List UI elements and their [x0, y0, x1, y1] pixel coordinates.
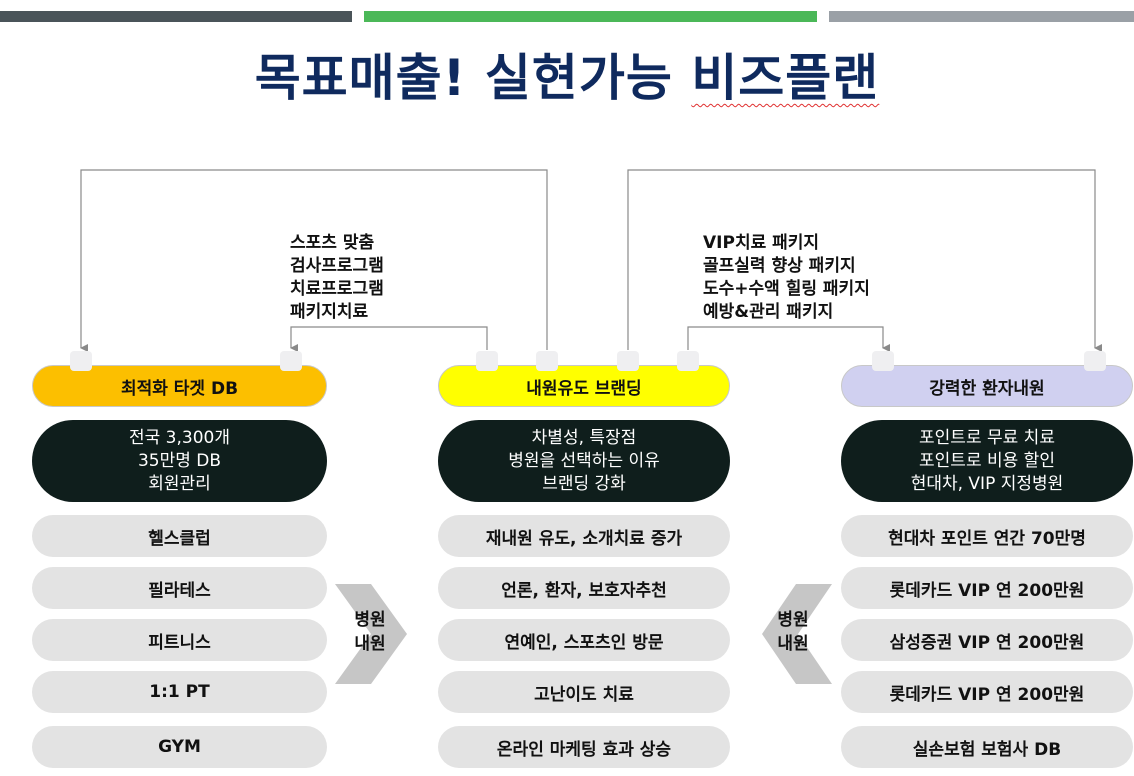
- connector-branding-to-patient-inner: [687, 326, 890, 352]
- list-item: 롯데카드 VIP 연 200만원: [841, 671, 1133, 713]
- list-item: GYM: [32, 726, 327, 768]
- header-bar-gray: [829, 11, 1134, 22]
- column-header-target-db: 최적화 타겟 DB: [32, 365, 327, 407]
- summary-line: 포인트로 무료 치료: [919, 427, 1055, 448]
- connector-node: [872, 351, 894, 371]
- summary-box-branding: 차별성, 특장점 병원을 선택하는 이유 브랜딩 강화: [438, 420, 730, 502]
- list-item: 실손보험 보험사 DB: [841, 726, 1133, 768]
- connector-branding-to-db-outer: [80, 169, 548, 352]
- list-item: 1:1 PT: [32, 671, 327, 713]
- chevron-right-label: 병원 내원: [777, 610, 809, 654]
- connector-node: [280, 351, 302, 371]
- title-main: 목표매출! 실현가능: [254, 49, 692, 107]
- list-item: 피트니스: [32, 619, 327, 661]
- connector-node: [476, 351, 498, 371]
- connector-branding-to-db-inner: [290, 326, 488, 352]
- summary-line: 브랜딩 강화: [542, 473, 626, 494]
- chevron-right-icon: [335, 584, 407, 684]
- page-title: 목표매출! 실현가능 비즈플랜: [0, 38, 1134, 110]
- list-item: 삼성증권 VIP 연 200만원: [841, 619, 1133, 661]
- summary-line: 전국 3,300개: [129, 427, 230, 448]
- summary-line: 포인트로 비용 할인: [919, 450, 1055, 471]
- list-item: 헬스클럽: [32, 515, 327, 557]
- column-header-patient-visit: 강력한 환자내원: [841, 365, 1133, 407]
- note-vip-packages: VIP치료 패키지 골프실력 향상 패키지 도수+수액 힐링 패키지 예방&관리…: [703, 233, 870, 322]
- list-item: 재내원 유도, 소개치료 증가: [438, 515, 730, 557]
- connector-node: [677, 351, 699, 371]
- note-sports-programs: 스포츠 맞춤 검사프로그램 치료프로그램 패키지치료: [290, 233, 384, 322]
- connector-node: [1084, 351, 1106, 371]
- connector-node: [536, 351, 558, 371]
- list-item: 필라테스: [32, 567, 327, 609]
- header-bar-dark: [0, 11, 352, 22]
- column-header-label: 최적화 타겟 DB: [120, 378, 239, 399]
- list-item: 연예인, 스포츠인 방문: [438, 619, 730, 661]
- chevron-left-icon: [762, 584, 832, 684]
- list-item: 온라인 마케팅 효과 상승: [438, 726, 730, 768]
- column-header-label: 내원유도 브랜딩: [526, 378, 642, 399]
- list-item: 고난이도 치료: [438, 671, 730, 713]
- list-item: 현대차 포인트 연간 70만명: [841, 515, 1133, 557]
- summary-box-patient-visit: 포인트로 무료 치료 포인트로 비용 할인 현대차, VIP 지정병원: [841, 420, 1133, 502]
- chevron-left-label: 병원 내원: [354, 610, 386, 654]
- connector-node: [70, 351, 92, 371]
- connector-branding-to-patient-outer: [627, 169, 1102, 352]
- summary-line: 차별성, 특장점: [531, 427, 637, 448]
- summary-line: 현대차, VIP 지정병원: [910, 473, 1064, 494]
- title-underlined: 비즈플랜: [691, 49, 880, 107]
- list-item: 롯데카드 VIP 연 200만원: [841, 567, 1133, 609]
- summary-box-target-db: 전국 3,300개 35만명 DB 회원관리: [32, 420, 327, 502]
- header-bar-green: [364, 11, 817, 22]
- connector-node: [617, 351, 639, 371]
- column-header-label: 강력한 환자내원: [929, 378, 1045, 399]
- list-item: 언론, 환자, 보호자추천: [438, 567, 730, 609]
- column-header-branding: 내원유도 브랜딩: [438, 365, 730, 407]
- summary-line: 35만명 DB: [137, 450, 222, 471]
- summary-line: 병원을 선택하는 이유: [508, 450, 660, 471]
- summary-line: 회원관리: [148, 473, 211, 494]
